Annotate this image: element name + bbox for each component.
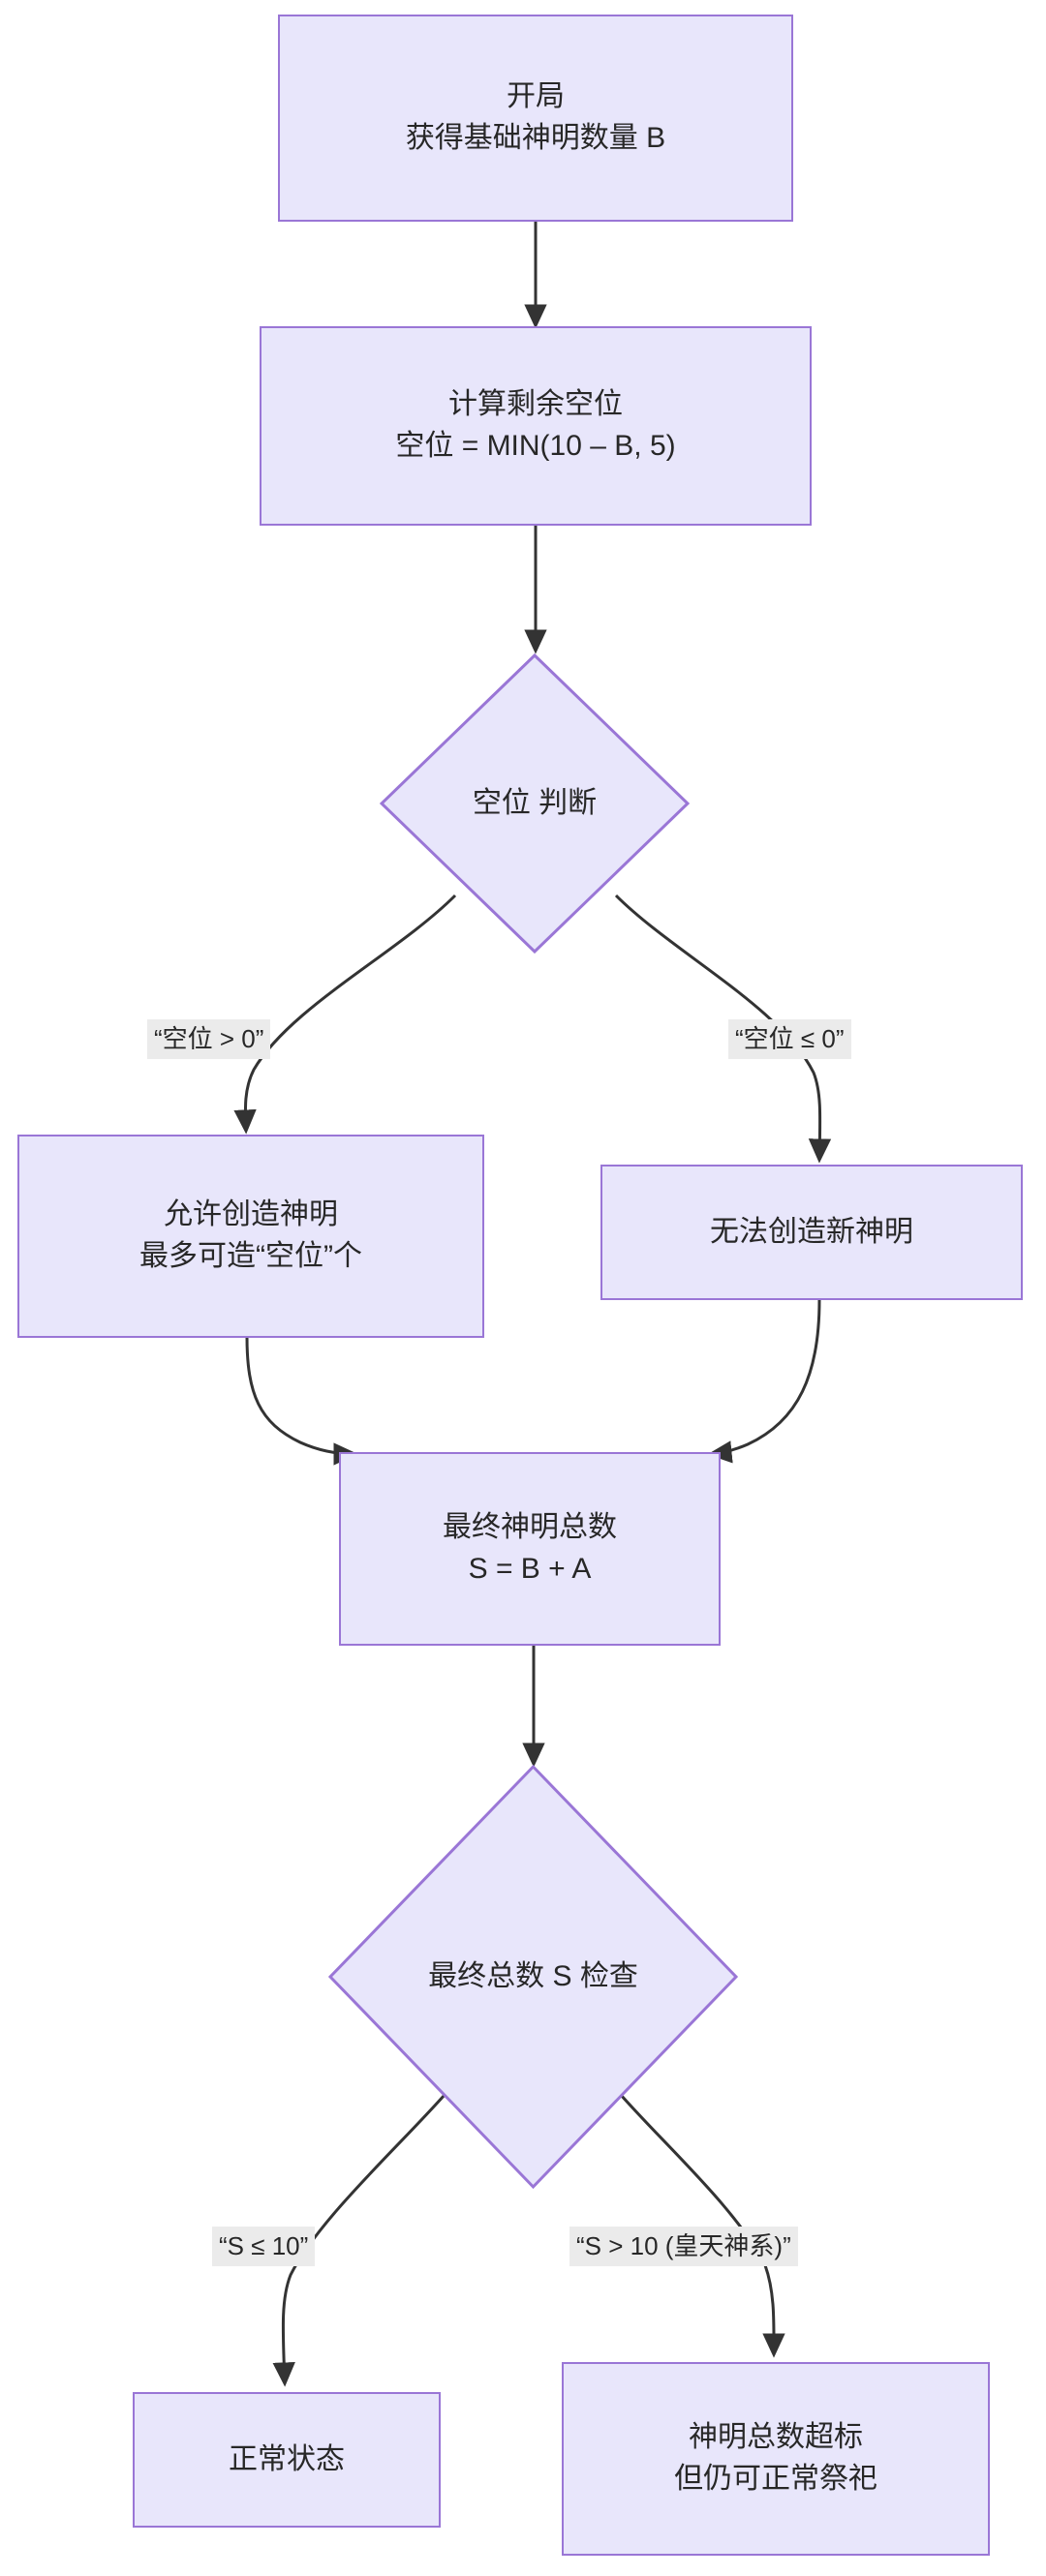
node-normal-state-line-1: 正常状态	[229, 2442, 345, 2475]
node-total-check[interactable]: 最终总数 S 检查	[327, 1764, 739, 2190]
node-total-check-label: 最终总数 S 检查	[428, 1960, 638, 1992]
diamond-shape-total-check	[327, 1764, 739, 2190]
node-final-total-line-1: 最终神明总数	[443, 1511, 617, 1544]
edge-label-s-less-equal-10: “S ≤ 10”	[212, 2227, 316, 2266]
edge-label-s-greater-10-text: “S > 10 (皇天神系)”	[576, 2231, 791, 2260]
node-over-limit[interactable]: 神明总数超标 但仍可正常祭祀	[562, 2362, 990, 2556]
diamond-shape-slot-decision	[380, 653, 690, 954]
edge-label-slot-greater-zero-text: “空位 > 0”	[154, 1024, 264, 1053]
node-calc-slots-line-2: 空位 = MIN(10 – B, 5)	[395, 430, 676, 462]
node-start-line-2: 获得基础神明数量 B	[405, 122, 666, 154]
node-final-total-line-2: S = B + A	[468, 1553, 592, 1585]
edge-label-s-less-equal-10-text: “S ≤ 10”	[219, 2231, 309, 2260]
node-over-limit-line-2: 但仍可正常祭祀	[674, 2463, 877, 2495]
node-start[interactable]: 开局 获得基础神明数量 B	[278, 15, 793, 222]
node-allow-create-line-2: 最多可造“空位”个	[139, 1240, 362, 1272]
node-slot-decision-label: 空位 判断	[472, 787, 598, 819]
node-cannot-create[interactable]: 无法创造新神明	[600, 1165, 1023, 1300]
edge-label-slot-greater-zero: “空位 > 0”	[147, 1019, 271, 1059]
node-allow-create-line-1: 允许创造神明	[164, 1198, 338, 1231]
edge-cannot-create-to-final-total	[707, 1299, 821, 1464]
node-calc-slots[interactable]: 计算剩余空位 空位 = MIN(10 – B, 5)	[260, 326, 812, 526]
node-final-total[interactable]: 最终神明总数 S = B + A	[339, 1452, 721, 1646]
edge-label-slot-less-equal-zero: “空位 ≤ 0”	[728, 1019, 851, 1059]
node-slot-decision[interactable]: 空位 判断	[380, 653, 690, 954]
edge-label-slot-less-equal-zero-text: “空位 ≤ 0”	[735, 1024, 845, 1053]
node-cannot-create-line-1: 无法创造新神明	[710, 1215, 913, 1248]
node-start-line-1: 开局	[507, 80, 565, 113]
node-over-limit-line-1: 神明总数超标	[689, 2421, 863, 2454]
node-calc-slots-line-1: 计算剩余空位	[448, 388, 623, 421]
edge-label-s-greater-10: “S > 10 (皇天神系)”	[569, 2227, 798, 2266]
node-normal-state[interactable]: 正常状态	[133, 2392, 441, 2528]
edge-allow-create-to-final-total	[245, 1336, 358, 1466]
node-allow-create[interactable]: 允许创造神明 最多可造“空位”个	[17, 1135, 484, 1338]
